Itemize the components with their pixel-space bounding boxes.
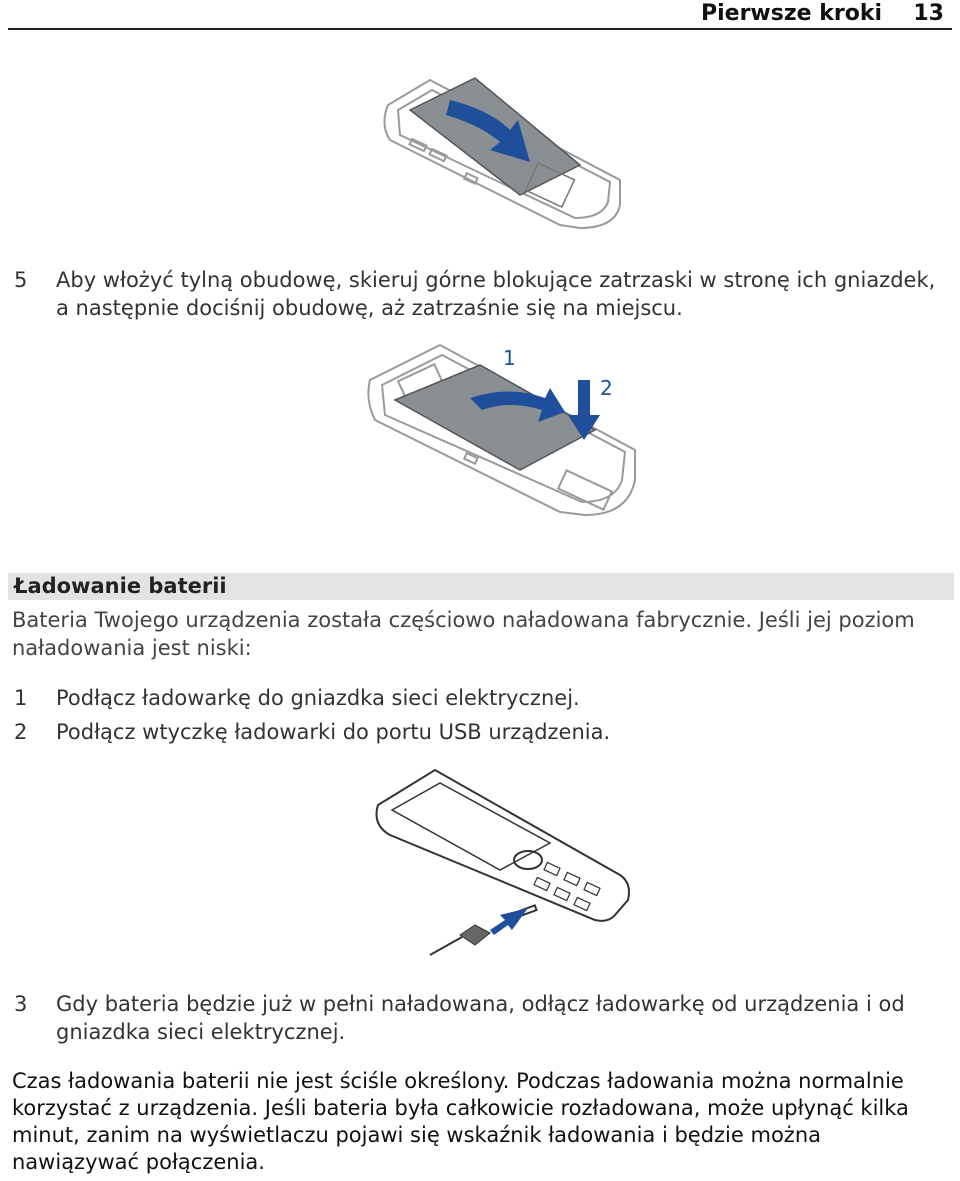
section-header: Ładowanie baterii [8,573,954,600]
step-text: Podłącz ładowarkę do gniazdka sieci elek… [56,686,580,710]
phone-charging-illustration [375,768,630,956]
step-text: Aby włożyć tylną obudowę, skieruj górne … [56,268,936,320]
battery-insert-illustration [383,77,621,230]
header-title: Pierwsze kroki [700,1,882,26]
arrow-label-2: 2 [600,376,613,400]
charging-note: Czas ładowania baterii nie jest ściśle o… [12,1069,909,1174]
step-text: Podłącz wtyczkę ładowarki do portu USB u… [56,720,611,744]
section-intro: Bateria Twojego urządzenia została częśc… [12,608,915,660]
back-cover-illustration: 1 2 [367,343,636,517]
section-title: Ładowanie baterii [14,574,227,598]
step-number: 3 [14,992,28,1016]
arrow-label-1: 1 [503,346,516,370]
step-number: 1 [14,686,28,710]
step-number: 2 [14,720,28,744]
step-text: Gdy bateria będzie już w pełni naładowan… [56,992,905,1044]
page-number: 13 [913,1,944,26]
step-number: 5 [14,268,28,292]
page-header: Pierwsze kroki 13 [8,0,952,30]
